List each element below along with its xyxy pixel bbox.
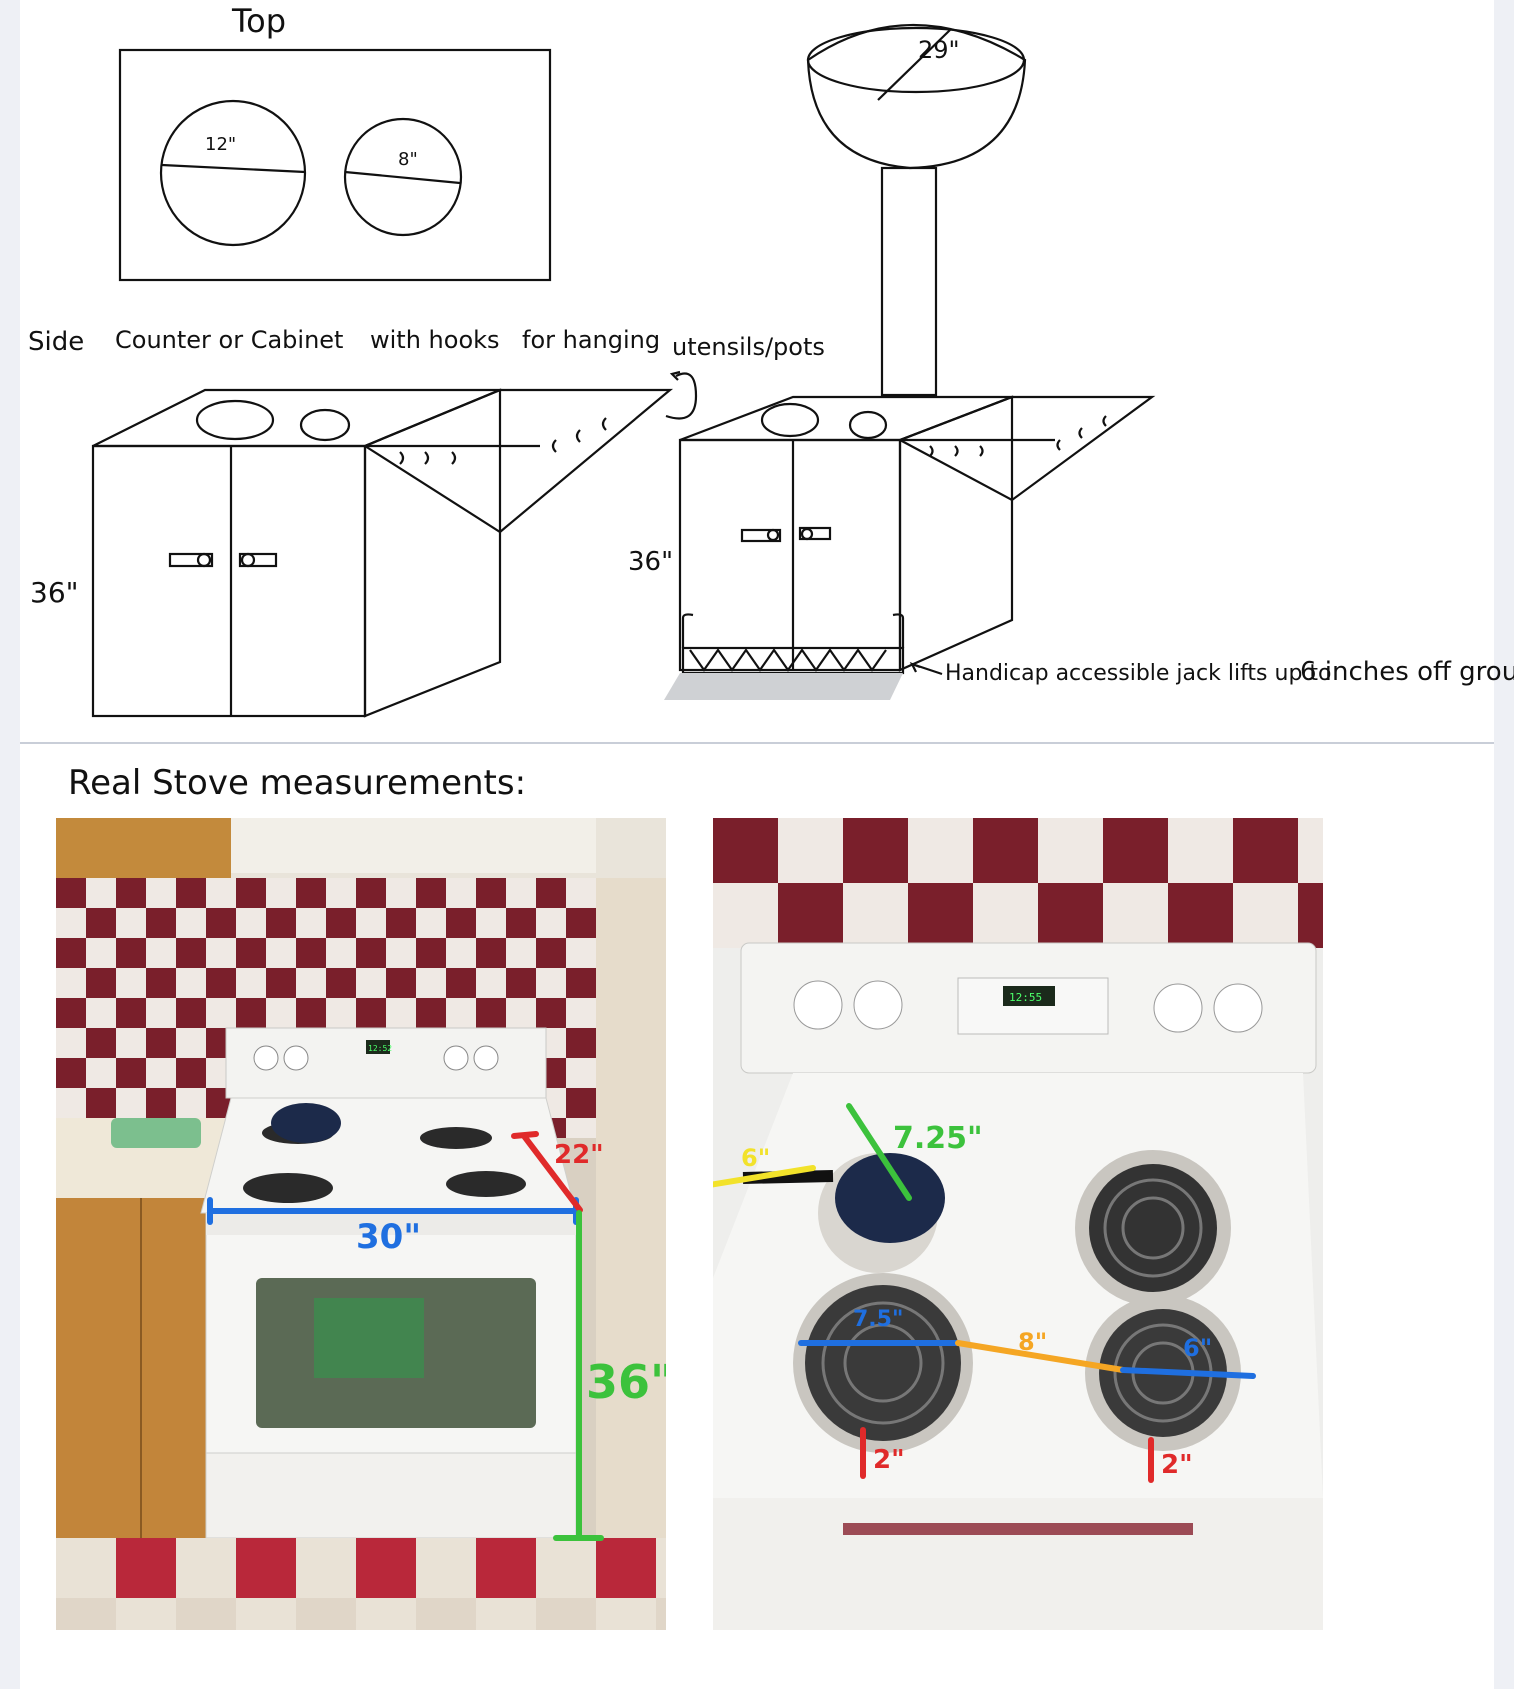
side-label: Side <box>28 327 84 357</box>
photo-heading-wrap: Real Stove measurements: <box>68 763 526 803</box>
small-burner-measure-line <box>1120 1367 1256 1379</box>
hood-bowl <box>806 23 1027 170</box>
height-right-label: 36" <box>628 547 673 577</box>
gap-label: 8" <box>1018 1328 1047 1356</box>
depth-label: 22" <box>554 1140 604 1170</box>
hanging-note: for hanging <box>522 326 660 354</box>
top-title: Top <box>231 2 286 40</box>
hooks-note: with hooks <box>370 326 500 354</box>
width-label: 30" <box>356 1217 421 1257</box>
jack-amount: 6 inches off ground <box>1300 657 1514 687</box>
burner-small-label: 8" <box>398 149 418 170</box>
photo-cooktop-closeup: 12:55 6" 7.25" 7.5" 8" <box>713 818 1323 1630</box>
handle-measure-line <box>713 1165 816 1188</box>
cabinet-left <box>91 388 674 718</box>
left-clearance-label: 2" <box>873 1445 905 1475</box>
oven-clock-2: 12:55 <box>1009 991 1042 1004</box>
pot-measure-line <box>846 1103 912 1201</box>
photos-heading: Real Stove measurements: <box>68 763 526 803</box>
burner-small-circle <box>343 117 463 237</box>
hood-pipe <box>880 166 938 397</box>
hood-diameter-label: 29" <box>918 36 960 64</box>
large-burner-label: 7.5" <box>853 1307 903 1332</box>
utensils-note: utensils/pots <box>672 333 825 361</box>
pot-label: 7.25" <box>893 1121 983 1156</box>
jack-note: Handicap accessible jack lifts up to <box>945 661 1332 686</box>
depth-measure-line <box>521 1133 583 1213</box>
counter-note: Counter or Cabinet <box>115 326 343 354</box>
burner-large-circle <box>159 99 307 247</box>
right-clearance-label: 2" <box>1161 1450 1193 1480</box>
photo-full-stove: 30" 22" 36" 12:52 <box>56 818 666 1630</box>
burner-large-label: 12" <box>205 134 236 155</box>
design-sketch: Top 12" 8" 29" Side Counter or Cabinet w… <box>28 2 1514 718</box>
section-divider <box>20 742 1494 744</box>
gap-measure-line <box>955 1340 1126 1373</box>
oven-clock-1: 12:52 <box>368 1044 392 1053</box>
top-view-outline <box>118 48 552 282</box>
height-label: 36" <box>586 1355 666 1409</box>
small-burner-label: 6" <box>1183 1334 1212 1362</box>
height-left-label: 36" <box>30 576 79 609</box>
handle-label: 6" <box>741 1144 770 1172</box>
cabinet-right <box>665 370 1156 700</box>
jack-shadow <box>664 673 903 700</box>
pot <box>835 1153 945 1243</box>
